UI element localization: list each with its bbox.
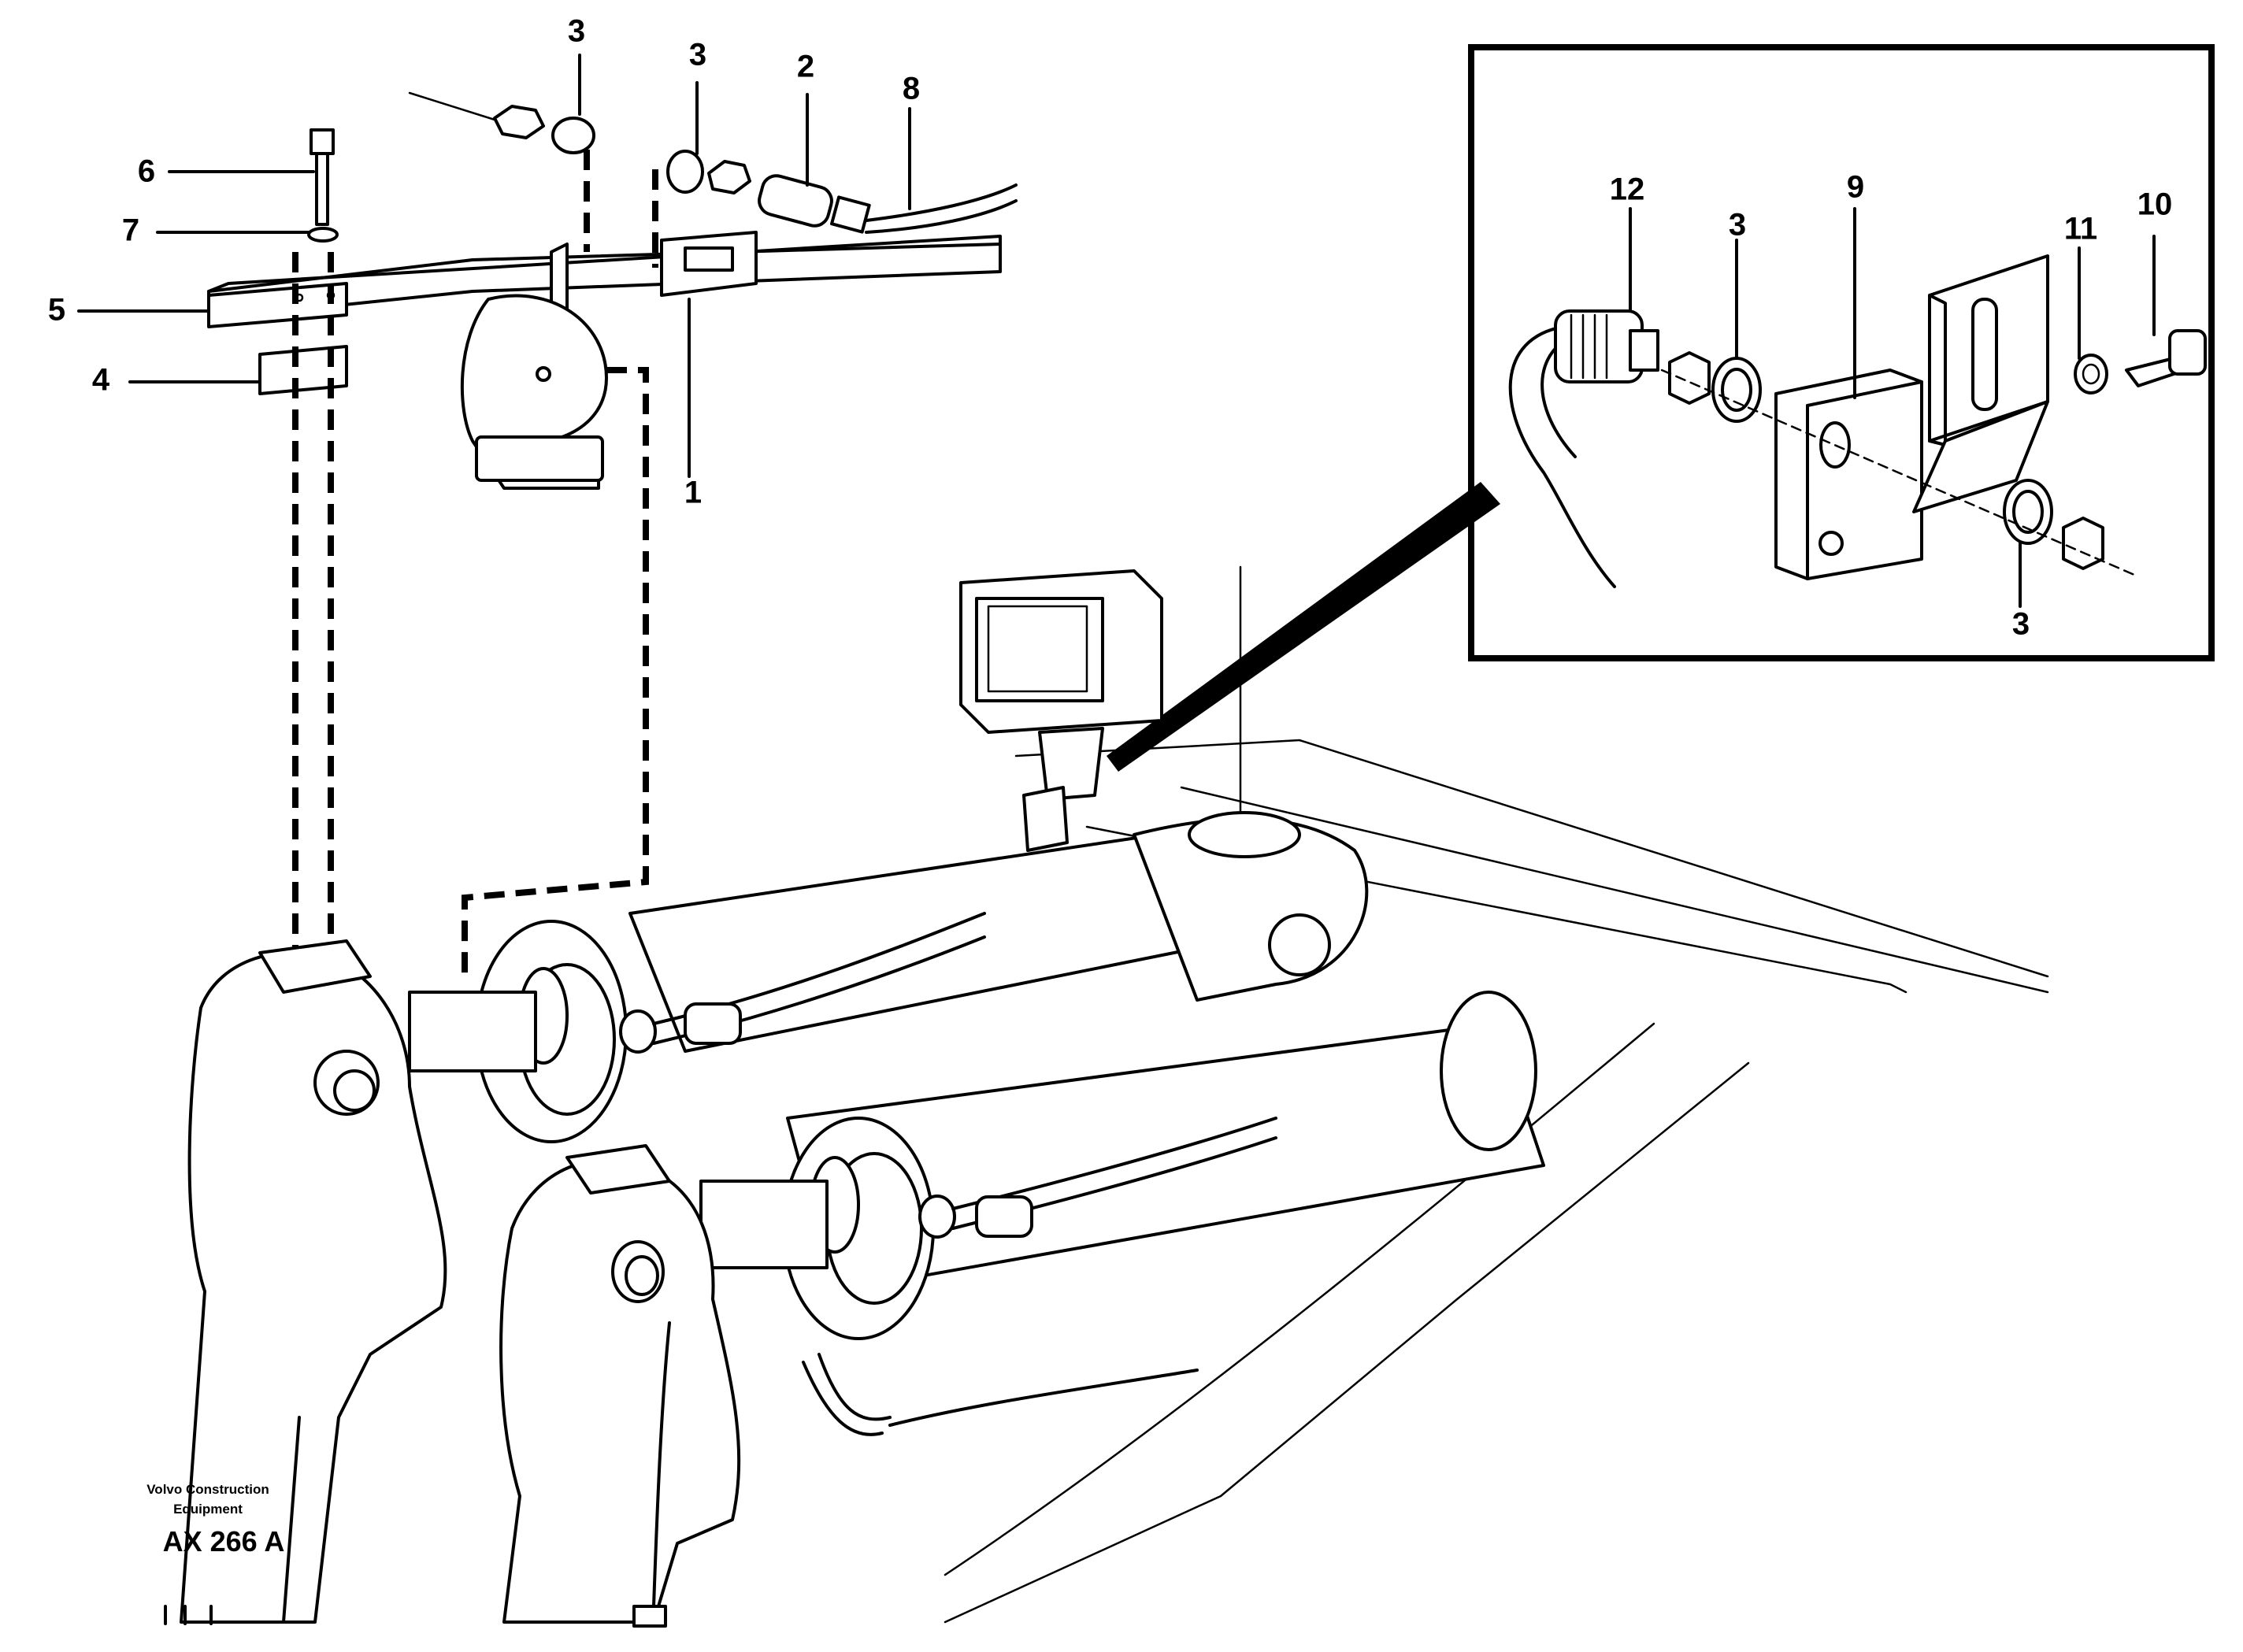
callout-12: 12 xyxy=(1610,172,1645,207)
sensor-12 xyxy=(1554,309,1659,383)
callout-9: 9 xyxy=(1847,170,1864,205)
callout-labels: 3 3 2 8 6 7 5 4 1 12 3 9 11 10 3 xyxy=(48,14,2172,642)
plate-9 xyxy=(1774,369,1923,580)
credit-line-1: Volvo Construction xyxy=(146,1482,269,1497)
callout-8: 8 xyxy=(903,72,920,106)
detail-inset xyxy=(1107,44,2215,772)
lower-cylinder xyxy=(699,991,1545,1436)
credit-line-2: Equipment xyxy=(173,1502,243,1517)
sensor-2 xyxy=(758,174,871,234)
callout-11: 11 xyxy=(2064,212,2097,246)
callout-7: 7 xyxy=(122,213,139,248)
callout-3: 3 xyxy=(1729,208,1746,243)
leader-lines xyxy=(77,54,911,478)
callout-6: 6 xyxy=(138,154,155,189)
callout-10: 10 xyxy=(2137,187,2173,222)
rotary-plate xyxy=(460,294,608,490)
work-light xyxy=(959,569,1163,801)
machine xyxy=(180,565,2049,1628)
callout-3: 3 xyxy=(2012,607,2030,642)
left-lift-arm xyxy=(180,939,447,1624)
callout-2: 2 xyxy=(797,50,814,84)
callout-1: 1 xyxy=(684,476,702,510)
upper-cylinder xyxy=(408,811,1369,1143)
top-assembly xyxy=(207,105,1018,976)
drawing-code: AX 266 A xyxy=(163,1525,285,1558)
callout-3: 3 xyxy=(689,38,706,72)
callout-3: 3 xyxy=(568,14,585,49)
bolt-10 xyxy=(2125,329,2207,387)
callout-5: 5 xyxy=(48,293,65,328)
bracket xyxy=(1912,254,2049,513)
credit-block: Volvo Construction Equipment AX 266 A xyxy=(146,1482,285,1625)
callout-4: 4 xyxy=(92,363,110,398)
right-lift-arm xyxy=(499,1144,741,1628)
